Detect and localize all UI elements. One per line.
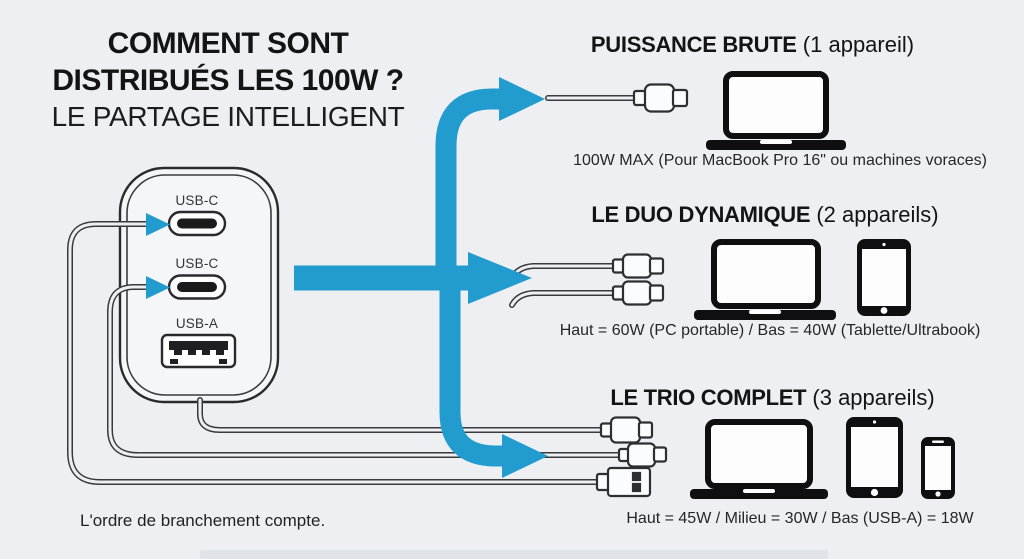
arrowhead-top-icon [499, 77, 545, 121]
scenario-device-count: (3 appareils) [812, 385, 935, 410]
footer-note: L'ordre de branchement compte. [80, 511, 326, 530]
main-title-line2: DISTRIBUÉS LES 100W ? [52, 63, 404, 97]
scenario-caption-2: Haut = 60W (PC portable) / Bas = 40W (Ta… [559, 322, 981, 339]
scenario-title-2: LE DUO DYNAMIQUE (2 appareils) [540, 202, 990, 228]
tablet-icon [846, 417, 903, 498]
scenario-device-count: (2 appareils) [816, 202, 939, 227]
scenario-caption-1: 100W MAX (Pour MacBook Pro 16" ou machin… [573, 152, 987, 169]
scenario-device-count: (1 appareil) [802, 32, 915, 57]
main-title-line1: COMMENT SONT [107, 27, 349, 60]
scenario-name: LE TRIO COMPLET [610, 385, 807, 410]
usba-connector-icon [595, 466, 652, 498]
usbc-port-2 [167, 274, 227, 300]
usba-port [160, 333, 237, 369]
bottom-strip [200, 550, 828, 559]
port-arrow-icon [146, 276, 170, 299]
scenario-caption-3: Haut = 45W / Milieu = 30W / Bas (USB-A) … [626, 510, 974, 527]
device-icons [690, 71, 955, 499]
usbc-connector-icon [611, 280, 665, 306]
arrowhead-middle-icon [468, 252, 532, 304]
arrowhead-bottom-icon [502, 434, 548, 478]
usbc-connector-icon [617, 442, 668, 468]
port-label-usbc-1: USB-C [175, 193, 219, 208]
scenario-name: LE DUO DYNAMIQUE [591, 202, 811, 227]
flow-branch-down [439, 290, 504, 467]
usbc-connector-icon [599, 416, 654, 444]
usbc-port-1 [167, 210, 227, 237]
phone-icon [921, 437, 955, 499]
laptop-icon [694, 239, 836, 320]
connectors [595, 83, 689, 498]
port-label-usba: USB-A [175, 316, 219, 331]
port-arrow-icon [146, 213, 170, 236]
scenario-title-1: PUISSANCE BRUTE (1 appareil) [535, 32, 970, 58]
usbc-connector-icon [632, 83, 689, 113]
main-subtitle: LE PARTAGE INTELLIGENT [51, 101, 405, 133]
scenario-title-3: LE TRIO COMPLET (3 appareils) [550, 385, 995, 411]
flow-branch-up [435, 88, 501, 266]
charger-ports [160, 210, 237, 369]
main-title-block: COMMENT SONT DISTRIBUÉS LES 100W ? LE PA… [28, 26, 428, 134]
flow-arrows [146, 77, 548, 478]
usbc-connector-icon [611, 253, 665, 279]
scenario-name: PUISSANCE BRUTE [590, 32, 797, 57]
laptop-icon [690, 419, 828, 499]
laptop-icon [706, 71, 846, 150]
port-label-usbc-2: USB-C [175, 256, 219, 271]
tablet-icon [857, 239, 911, 316]
